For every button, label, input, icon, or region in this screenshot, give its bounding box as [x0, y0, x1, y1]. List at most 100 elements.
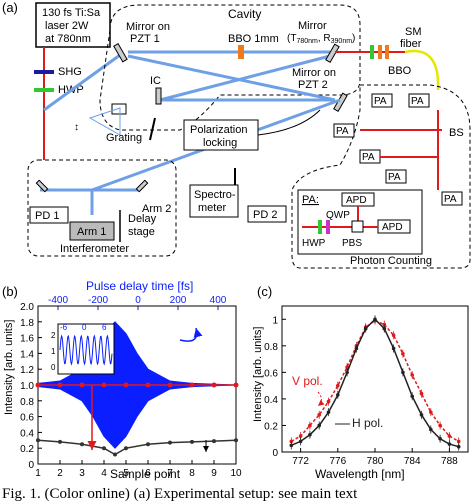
panel-b-label: (b)	[2, 284, 18, 299]
interf-mirror-left	[35, 179, 49, 193]
inset-xtick-1: -6	[60, 323, 68, 332]
bbo-crystal	[238, 45, 244, 59]
c-ytick-label: 1	[272, 315, 278, 326]
panel-c-y-ticks: 00.20.40.60.81	[264, 315, 286, 459]
b-red-point	[211, 382, 217, 388]
pbs-legend	[351, 220, 364, 233]
photon-counting-label: Photon Counting	[350, 255, 432, 267]
c-ytick-label: 0.2	[264, 421, 278, 432]
pa-label-6: PA	[444, 194, 457, 205]
interf-mirror-right	[135, 179, 149, 193]
laser-line-2: laser 2W	[45, 20, 89, 32]
mirror-top-label: Mirror	[298, 20, 327, 32]
apd-label-2: APD	[382, 222, 403, 233]
pol-lock-wire	[257, 109, 321, 136]
b-red-point	[35, 382, 41, 388]
b-dark-point	[234, 438, 238, 443]
panel-c-label: (c)	[257, 284, 272, 299]
c-hpol-point	[336, 393, 340, 397]
b-red-point	[189, 382, 195, 388]
cavity-label: Cavity	[228, 7, 261, 21]
b-toptick-label: 0	[135, 295, 141, 306]
pa-label-5: PA	[388, 172, 401, 183]
grating-mirror	[149, 117, 156, 141]
mirror-top-t: (T	[287, 33, 296, 44]
c-ytick-label: 0.6	[264, 368, 278, 379]
bs-label: BS	[449, 127, 464, 139]
pd1-label: PD 1	[35, 210, 59, 222]
delay-label-1: Delay	[128, 213, 157, 225]
qwp-legend	[326, 220, 330, 234]
b-dark-point	[58, 439, 62, 444]
pa-label-4: PA	[362, 152, 375, 163]
v-pol-label: V pol.	[292, 374, 323, 388]
c-hpol-point	[456, 444, 461, 449]
mirror-top-t-sub: 780nm	[296, 38, 318, 45]
sm-fiber-label-2: fiber	[400, 38, 422, 50]
panel-b-blue-arrow	[179, 327, 203, 342]
b-red-point	[233, 382, 239, 388]
b-ytick-label: 0.6	[20, 413, 34, 424]
c-hpol-point	[382, 326, 387, 331]
b-red-point	[79, 382, 85, 388]
c-hpol-point	[447, 442, 452, 446]
c-vpol-point	[298, 434, 303, 438]
panel-b-inset-plot	[59, 334, 113, 366]
b-ytick-label: 0.4	[20, 428, 34, 439]
c-hpol-point	[317, 423, 322, 428]
b-dark-point	[190, 439, 194, 444]
c-vpol-point	[447, 434, 452, 438]
c-ytick-label: 0.4	[264, 395, 278, 406]
pa-boxes: PA PA PA PA PA PA	[333, 93, 463, 206]
b-red-point	[123, 382, 129, 388]
b-ytick-label: 1.0	[20, 381, 34, 392]
c-hpol-point	[419, 413, 424, 417]
spectrometer-box	[189, 184, 239, 218]
pa-label-3: PA	[336, 126, 349, 137]
c-xtick-label: 772	[292, 456, 309, 467]
b-red-point	[57, 382, 63, 388]
panel-b-xlabel: Sample point	[110, 467, 181, 481]
b-dark-point	[113, 452, 117, 457]
b-dark-point	[168, 440, 172, 445]
arm1-label: Arm 1	[77, 226, 106, 238]
c-hpol-point	[373, 317, 377, 322]
bbo-output-2	[385, 45, 389, 59]
panel-a-label: (a)	[2, 0, 18, 15]
ic-element	[155, 87, 162, 105]
mirror-top	[325, 43, 340, 63]
c-hpol-point	[345, 370, 349, 375]
pa-label-2: PA	[411, 96, 424, 107]
bbo-label: BBO	[388, 65, 412, 77]
b-red-point	[167, 382, 173, 388]
spectrometer-label-1: Spectro-	[194, 189, 236, 201]
b-dark-point	[36, 438, 40, 443]
b-xtick-label: 7	[167, 468, 173, 479]
laser-line-3: at 780nm	[45, 33, 91, 45]
c-vpol-point	[456, 439, 461, 444]
c-vpol-point	[419, 391, 424, 396]
sm-fiber-label-1: SM	[405, 26, 422, 38]
c-ytick-label: 0.8	[264, 342, 278, 353]
panel-b-top-title: Pulse delay time [fs]	[86, 279, 193, 293]
b-xtick-label: 5	[123, 468, 129, 479]
panel-c-plot	[289, 315, 461, 451]
inset-ytick-3: 0	[51, 363, 56, 372]
pa-legend-title: PA:	[302, 194, 319, 206]
inset-ytick-1: 2	[51, 331, 56, 340]
c-hpol-point	[410, 394, 415, 399]
inset-ytick-2: 1	[51, 347, 56, 356]
b-red-point	[101, 382, 107, 388]
c-hpol-point	[438, 436, 442, 441]
b-xtick-label: 4	[101, 468, 107, 479]
b-xtick-label: 9	[211, 468, 217, 479]
b-dark-point	[212, 439, 216, 444]
c-vpol-point	[345, 365, 349, 369]
pa-box-1	[371, 93, 393, 108]
inset-xtick-2: 0	[82, 323, 87, 332]
hwp-legend	[318, 220, 322, 234]
arm2-label: Arm 2	[142, 203, 171, 215]
b-dark-point	[80, 442, 84, 447]
c-hpol-point	[298, 439, 303, 444]
